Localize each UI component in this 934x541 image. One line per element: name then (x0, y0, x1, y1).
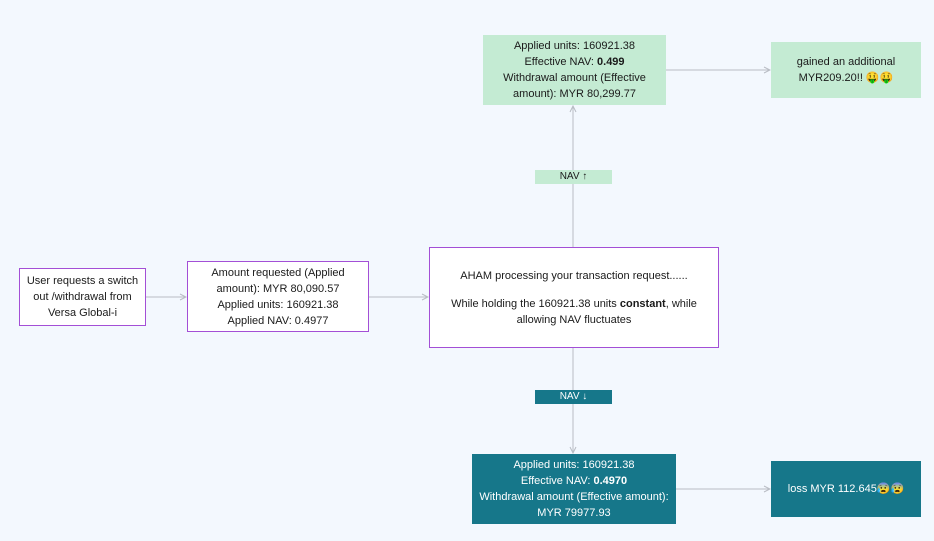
down-withdrawal-line-2: MYR 79977.93 (537, 507, 611, 519)
nav-up-result-node: Applied units: 160921.38 Effective NAV: … (483, 35, 666, 105)
amount-requested-line-4: Applied NAV: 0.4977 (227, 314, 329, 327)
down-effective-nav-value: 0.4970 (593, 475, 628, 487)
loss-text: loss MYR 112.645😰😰 (787, 483, 905, 495)
down-withdrawal-line-1: Withdrawal amount (Effective amount): (479, 491, 669, 503)
processing-line-1: AHAM processing your transaction request… (460, 269, 688, 282)
gain-line-2: MYR209.20!! 🤑🤑 (798, 72, 894, 84)
processing-line-2: While holding the 160921.38 units consta… (451, 296, 697, 312)
nav-down-label: NAV ↓ (535, 390, 612, 404)
gain-line-1: gained an additional (796, 56, 896, 68)
up-applied-units: Applied units: 160921.38 (513, 40, 636, 52)
amount-requested-line-2: amount): MYR 80,090.57 (216, 282, 340, 295)
up-effective-nav: Effective NAV: 0.499 (524, 54, 624, 70)
up-effective-nav-label: Effective NAV: (524, 56, 598, 68)
down-applied-units: Applied units: 160921.38 (513, 459, 635, 471)
processing-line-3: allowing NAV fluctuates (516, 313, 632, 326)
processing-constant-bold: constant (619, 297, 666, 310)
user-request-node: User requests a switch out /withdrawal f… (19, 268, 146, 326)
down-effective-nav-label: Effective NAV: (520, 475, 594, 487)
loss-node: loss MYR 112.645😰😰 (771, 461, 921, 517)
user-request-line-2: out /withdrawal from (33, 291, 132, 303)
amount-requested-line-3: Applied units: 160921.38 (217, 298, 339, 311)
nav-up-label: NAV ↑ (535, 170, 612, 184)
user-request-line-1: User requests a switch (26, 275, 139, 287)
processing-node: AHAM processing your transaction request… (429, 247, 719, 348)
processing-line-2-text: While holding the 160921.38 units (451, 297, 620, 310)
nav-down-result-node: Applied units: 160921.38 Effective NAV: … (472, 454, 676, 524)
gain-node: gained an additional MYR209.20!! 🤑🤑 (771, 42, 921, 98)
up-effective-nav-value: 0.499 (597, 56, 625, 68)
down-effective-nav: Effective NAV: 0.4970 (521, 473, 627, 489)
processing-line-2-tail: , while (665, 297, 697, 310)
up-withdrawal-line-2: amount): MYR 80,299.77 (513, 88, 636, 100)
amount-requested-line-1: Amount requested (Applied (211, 266, 345, 279)
user-request-line-3: Versa Global-i (47, 307, 118, 319)
up-withdrawal-line-1: Withdrawal amount (Effective (503, 72, 646, 84)
amount-requested-node: Amount requested (Applied amount): MYR 8… (187, 261, 369, 332)
